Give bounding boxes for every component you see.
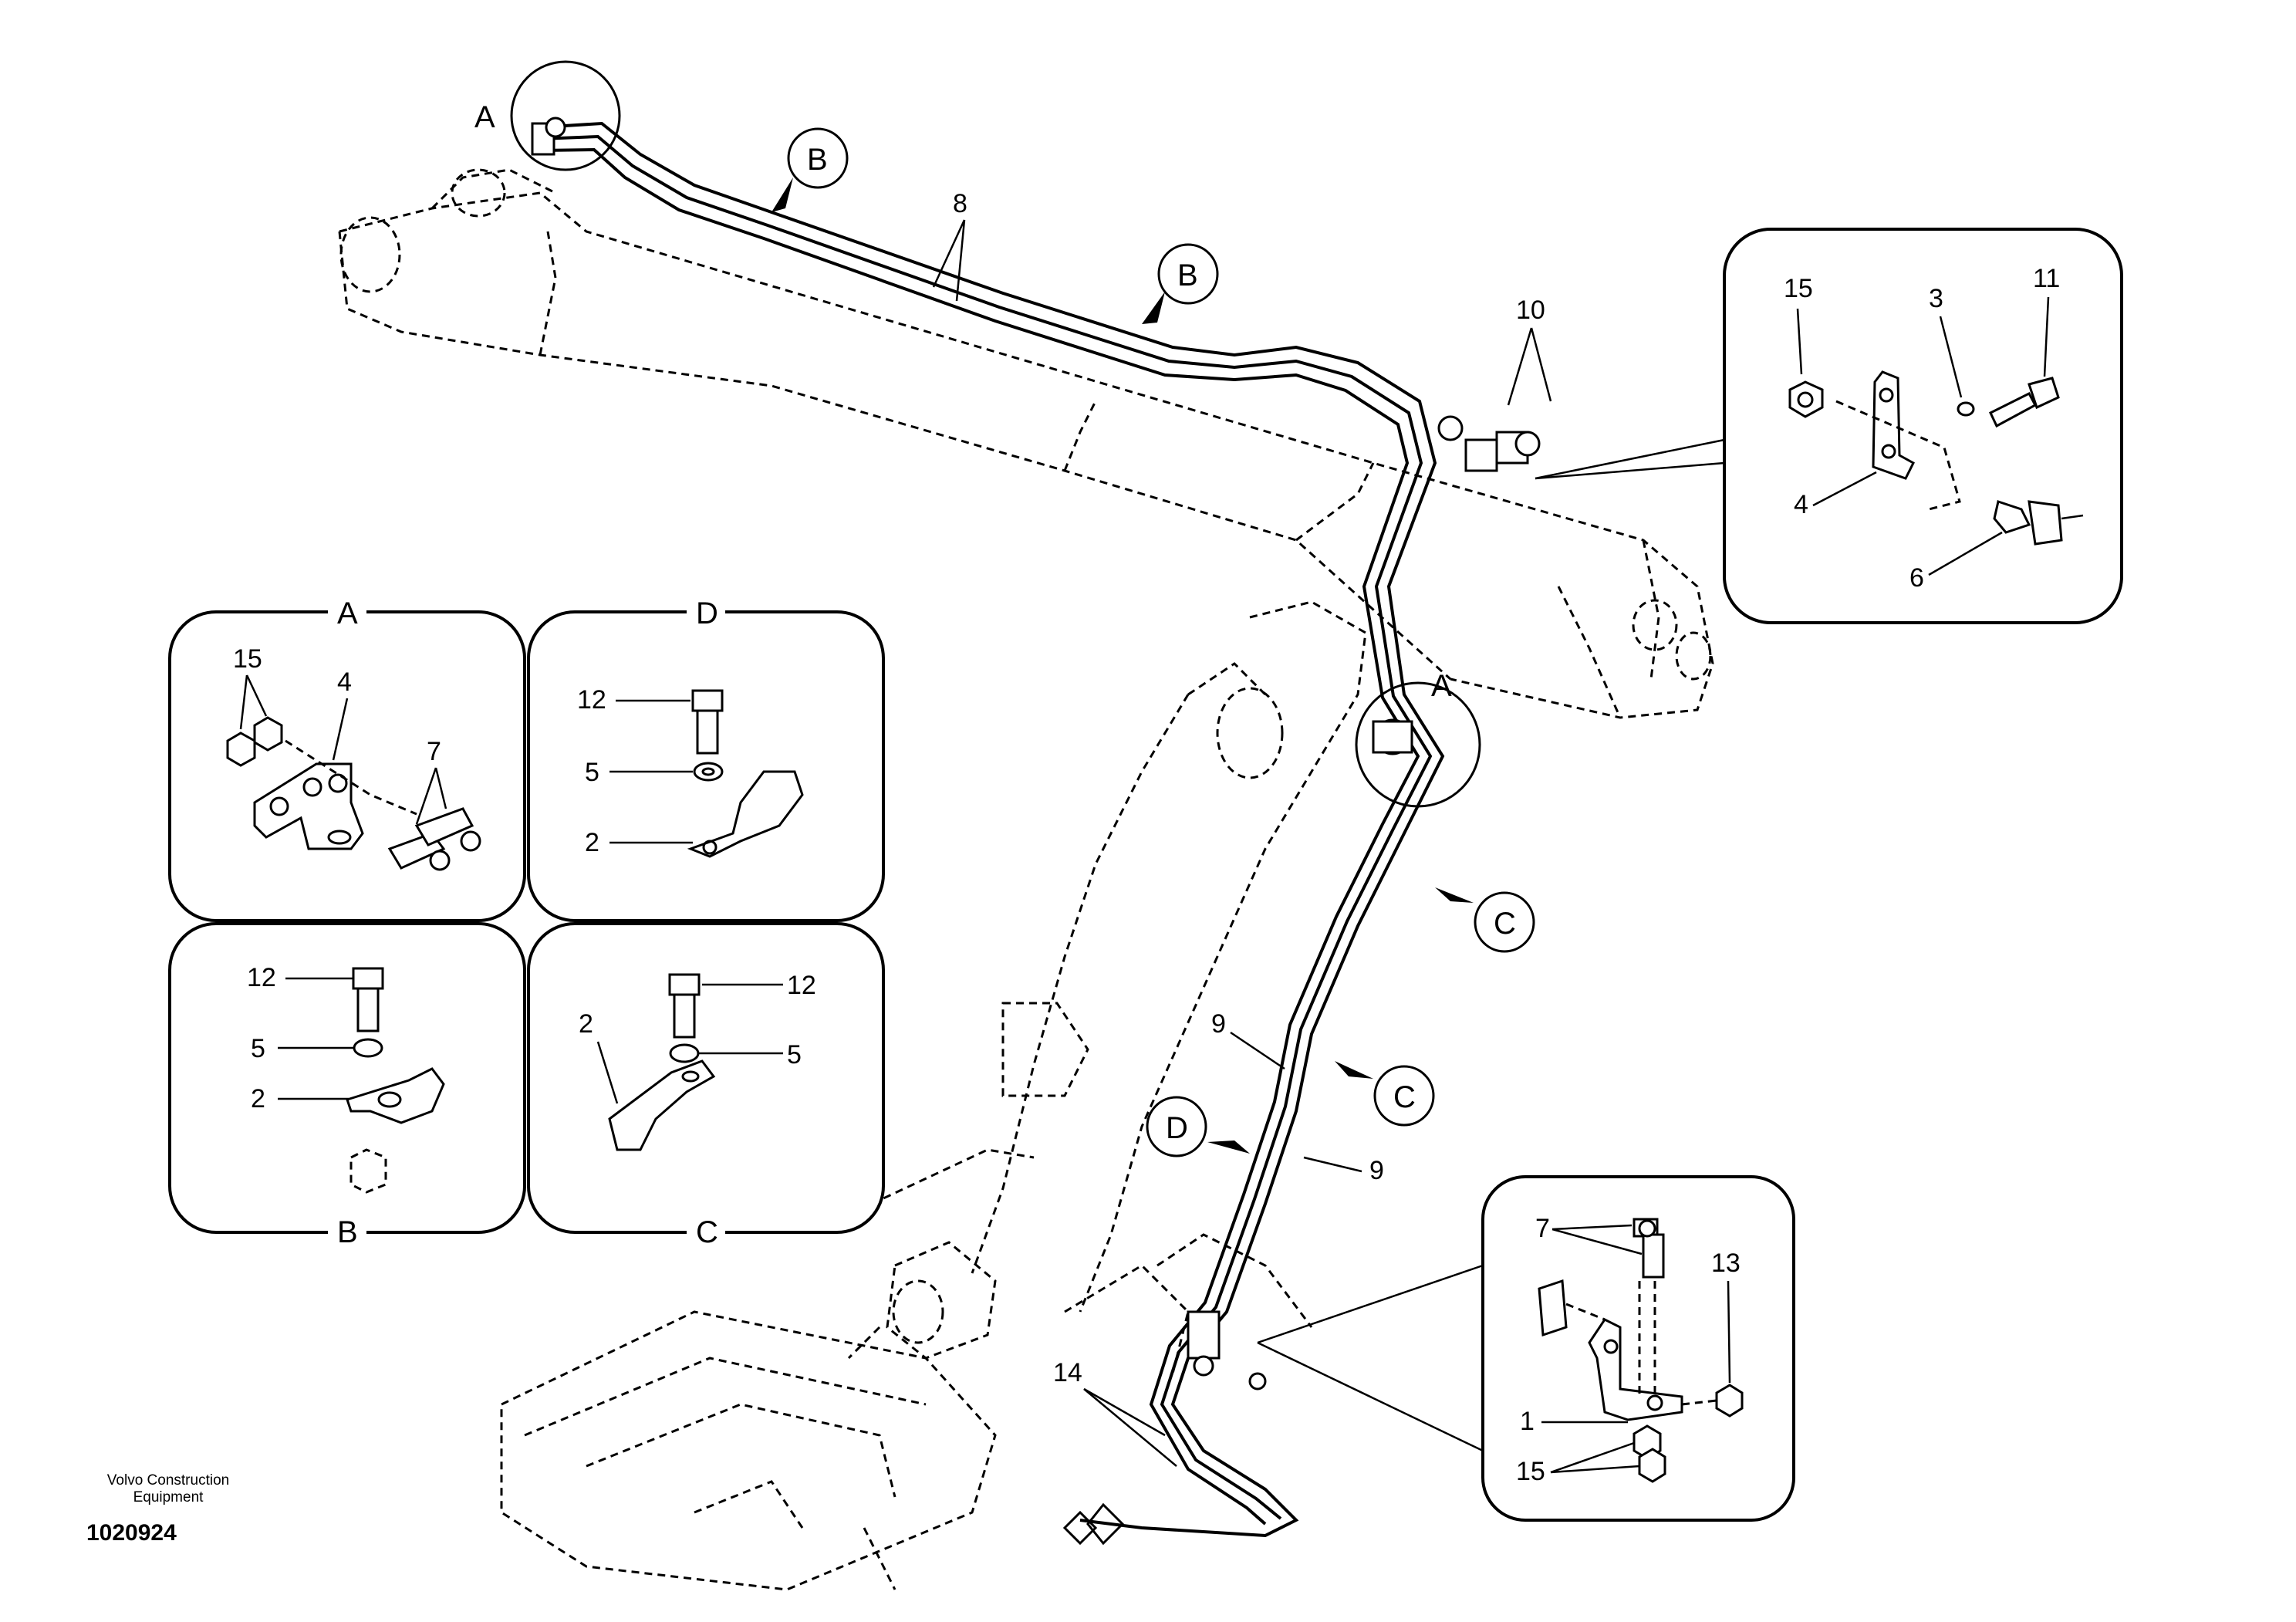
callout-14: 14 [1053,1358,1177,1467]
tr-label-11: 11 [2033,264,2060,293]
svg-text:8: 8 [953,189,967,218]
br-label-7: 7 [1535,1214,1550,1243]
marker-c-2: C [1335,1061,1435,1127]
detail-d-title: D [696,596,718,630]
b-label-5: 5 [251,1034,265,1063]
svg-text:9: 9 [1211,1009,1226,1039]
document-number: 1020924 [86,1520,177,1546]
hose-assembly [531,117,1541,1546]
svg-text:C: C [1393,1080,1416,1114]
svg-text:B: B [807,143,828,177]
brand-line-2: Equipment [133,1489,204,1505]
bucket-outline [500,1310,997,1591]
a-label-7: 7 [427,737,441,766]
detail-b-title: B [337,1215,358,1249]
b-label-2: 2 [251,1084,265,1113]
tr-label-15: 15 [1784,274,1813,303]
c-label-2: 2 [579,1009,593,1039]
svg-text:10: 10 [1516,296,1545,325]
detail-a-title: A [337,596,358,630]
detail-panel-a: A 15 4 7 [168,596,526,922]
callout-8: 8 [932,189,967,302]
a-label-15: 15 [233,644,262,674]
a-label-4: 4 [337,667,352,697]
svg-text:14: 14 [1053,1358,1082,1387]
d-label-12: 12 [577,685,606,715]
tr-label-6: 6 [1909,563,1924,593]
c-label-12: 12 [787,971,816,1000]
svg-text:D: D [1166,1111,1188,1145]
b-label-12: 12 [247,963,276,992]
callout-9-b: 9 [1303,1156,1384,1185]
detail-panel-bottom-right: 7 13 1 15 [1257,1175,1795,1522]
br-label-13: 13 [1711,1249,1741,1278]
marker-a-mid: A [1431,669,1452,703]
tr-label-3: 3 [1929,284,1943,313]
detail-panel-b: B 12 5 2 [168,922,526,1249]
brand-line-1: Volvo Construction [106,1472,230,1489]
marker-d-1: D [1146,1096,1250,1157]
marker-b-1: B [772,127,849,212]
detail-panel-d: D 12 5 2 [527,596,885,922]
tr-label-4: 4 [1794,490,1808,519]
d-label-5: 5 [585,758,599,787]
callout-9-a: 9 [1211,1009,1285,1070]
c-label-5: 5 [787,1040,802,1070]
svg-text:C: C [1494,907,1516,941]
arm-outline [847,600,1367,1374]
detail-circle-a-mid [1355,681,1481,808]
marker-c-1: C [1435,887,1535,953]
svg-text:B: B [1177,259,1198,292]
boom-outline [338,168,1714,719]
d-label-2: 2 [585,828,599,857]
br-label-15: 15 [1516,1457,1545,1486]
callout-10: 10 [1507,296,1552,406]
br-label-1: 1 [1520,1407,1535,1436]
detail-panel-c: C 12 5 2 [527,922,885,1249]
svg-text:9: 9 [1369,1156,1384,1185]
detail-c-title: C [696,1215,718,1249]
marker-a-top: A [474,100,495,134]
detail-panel-top-right: 15 3 11 4 6 [1535,228,2123,624]
marker-b-2: B [1142,243,1219,324]
detail-circle-a-top [510,60,621,171]
brand-text: Volvo Construction Equipment [68,1472,268,1506]
